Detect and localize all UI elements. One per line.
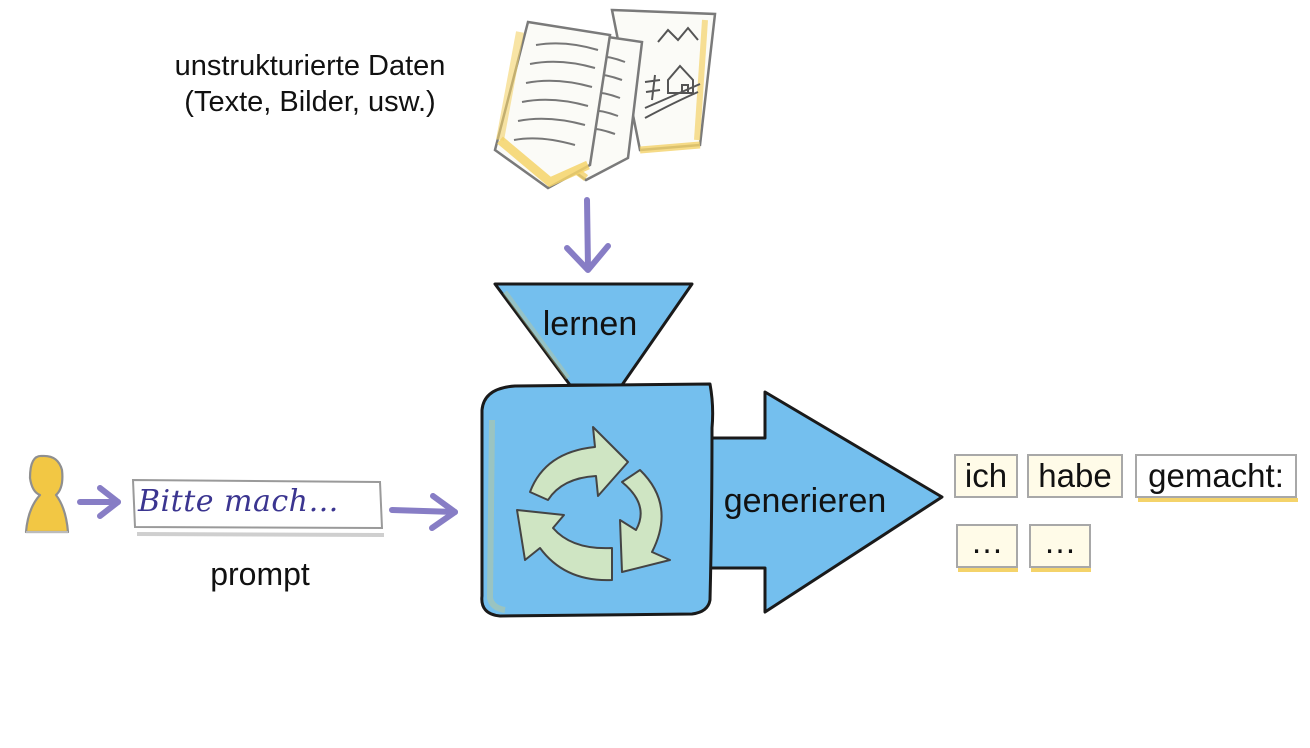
- funnel-label: lernen: [542, 305, 638, 343]
- prompt-text: Bitte mach…: [138, 484, 339, 519]
- generate-arrow: [706, 390, 944, 614]
- document-stack-icon: [493, 8, 717, 190]
- generate-label: generieren: [723, 482, 887, 520]
- prompt-box: [131, 478, 385, 537]
- unstructured-data-label: unstrukturierte Daten (Texte, Bilder, us…: [135, 48, 485, 120]
- output-token-2: habe: [1038, 457, 1112, 494]
- output-token-3: gemacht:: [1148, 457, 1284, 494]
- prompt-to-machine-arrow: [389, 493, 458, 531]
- person-icon: [24, 454, 70, 534]
- output-token-5: …: [1043, 523, 1077, 560]
- unstructured-data-line2: (Texte, Bilder, usw.): [184, 86, 436, 118]
- unstructured-data-line1: unstrukturierte Daten: [174, 50, 446, 82]
- person-to-prompt-arrow: [77, 485, 121, 519]
- data-to-funnel-arrow: [564, 197, 611, 273]
- output-token-boxes: [954, 454, 1298, 572]
- recycle-icon: [516, 426, 671, 582]
- machine-body: [480, 382, 715, 618]
- output-token-4: …: [970, 523, 1004, 560]
- prompt-label: prompt: [210, 556, 310, 592]
- output-token-1: ich: [964, 457, 1008, 494]
